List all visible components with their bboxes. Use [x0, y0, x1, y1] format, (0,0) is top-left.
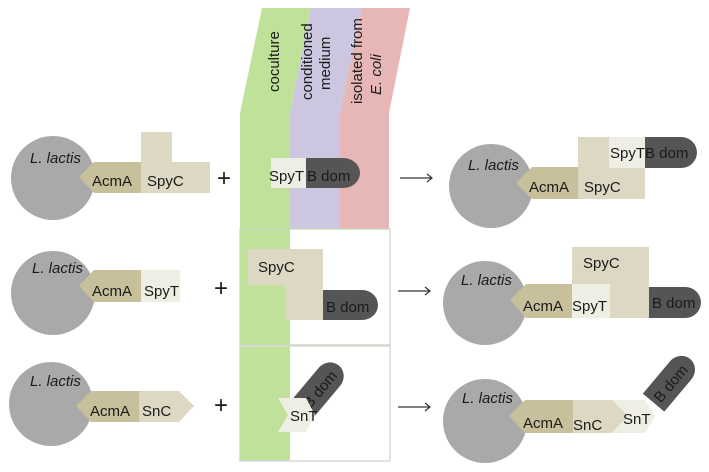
row3-partner-snt-label: SnT — [290, 408, 318, 425]
row1-right-bdom-label: B dom — [645, 145, 688, 162]
row2-left-spyt-label: SpyT — [144, 283, 179, 300]
coculture-row2-fill — [240, 230, 290, 344]
row1-right-cell-label: L. lactis — [468, 157, 519, 174]
header-conditioned-label-2: medium — [317, 37, 334, 90]
row3-right-snc — [573, 400, 628, 433]
row3-left-snc — [139, 391, 194, 422]
header-isolated-label-2: E. coli — [368, 53, 385, 95]
column-bodies — [239, 113, 391, 462]
header-coculture-label: coculture — [266, 31, 283, 92]
row2-partner-bdom-label: B dom — [326, 299, 369, 316]
row3-reaction-arrow — [398, 402, 431, 412]
row3-left-cell — [9, 362, 93, 446]
row3-right-cell-label: L. lactis — [462, 390, 513, 407]
row3-plus-operator: + — [214, 392, 228, 419]
row3-left-construct: L. lactis AcmA SnC — [9, 362, 194, 446]
row1-left-spyc-label: SpyC — [147, 173, 184, 190]
row1-right-cell — [449, 144, 533, 228]
row2-partner-bdom — [323, 290, 378, 320]
row-2: L. lactis AcmA SpyT + SpyC B dom L. lact… — [11, 247, 701, 345]
row1-reaction-arrow — [400, 173, 433, 183]
row2-partner-spyc-label: SpyC — [258, 259, 295, 276]
row2-left-spyt — [141, 270, 180, 302]
row2-right-acma — [510, 284, 572, 318]
row1-left-acma — [79, 162, 141, 193]
row2-right-spyc-label: SpyC — [583, 255, 620, 272]
row3-right-acma — [509, 400, 573, 433]
row2-right-product: L. lactis AcmA SpyC SpyT B dom — [443, 247, 701, 345]
row2-right-cell-label: L. lactis — [461, 272, 512, 289]
row2-right-cell — [443, 261, 527, 345]
row-3: L. lactis AcmA SnC + B dom SnT L. lactis… — [9, 355, 695, 463]
row2-right-bdom-label: B dom — [652, 295, 695, 312]
row1-right-spyc-label: SpyC — [584, 179, 621, 196]
row2-left-cell — [11, 251, 95, 335]
row1-partner-bdom-label: B dom — [307, 168, 350, 185]
row1-right-spyt-label: SpyT — [610, 145, 645, 162]
row2-right-acma-label: AcmA — [523, 298, 563, 315]
header-conditioned-band — [290, 8, 362, 113]
header-coculture-band — [240, 8, 311, 113]
row1-right-product: L. lactis AcmA SpyC SpyT B dom — [449, 137, 697, 228]
row3-left-cell-label: L. lactis — [30, 373, 81, 390]
row1-left-construct: L. lactis AcmA SpyC — [11, 132, 210, 220]
header-isolated-label-1: isolated from — [349, 18, 366, 104]
row3-partner-snt — [278, 398, 315, 432]
row1-plus-operator: + — [217, 165, 231, 192]
row3-left-snc-label: SnC — [142, 403, 171, 420]
row2-left-acma-label: AcmA — [92, 283, 132, 300]
row1-partner-construct: SpyT B dom — [269, 158, 360, 188]
row2-left-acma — [79, 270, 141, 302]
row3-right-snt — [612, 400, 655, 433]
row3-right-snt-label: SnT — [623, 411, 651, 428]
row2-right-spyt — [572, 284, 610, 318]
row1-right-bdom — [645, 137, 697, 168]
row2-reaction-arrow — [398, 286, 431, 296]
row1-left-cell-label: L. lactis — [30, 150, 81, 167]
row1-partner-bdom — [306, 158, 360, 188]
row3-right-bdom — [642, 355, 695, 412]
row3-right-cell — [443, 379, 527, 463]
row2-plus-operator: + — [214, 275, 228, 302]
row2-partner-spyc — [248, 249, 323, 320]
row3-right-acma-label: AcmA — [523, 415, 563, 432]
row1-left-acma-label: AcmA — [92, 173, 132, 190]
column-header: coculture conditioned medium isolated fr… — [240, 8, 410, 113]
row1-left-spyc — [141, 132, 210, 193]
row3-left-acma — [76, 391, 139, 422]
row3-right-product: L. lactis AcmA SnC B dom SnT — [443, 355, 695, 463]
row2-right-bdom — [649, 287, 701, 318]
row1-left-cell — [11, 136, 95, 220]
row1-right-acma-label: AcmA — [529, 179, 569, 196]
row3-left-acma-label: AcmA — [90, 403, 130, 420]
row3-right-snc-label: SnC — [573, 417, 602, 434]
row-1: L. lactis AcmA SpyC + SpyT B dom L. lact… — [11, 132, 697, 228]
row1-right-acma — [516, 167, 578, 199]
row2-left-cell-label: L. lactis — [32, 260, 83, 277]
row2-right-spyt-label: SpyT — [572, 298, 607, 315]
header-isolated-band — [340, 8, 410, 113]
row1-partner-spyt-label: SpyT — [269, 168, 304, 185]
row1-right-spyt — [609, 137, 645, 168]
row2-left-construct: L. lactis AcmA SpyT — [11, 251, 180, 335]
header-isolated-label-2-text: E. coli — [368, 53, 385, 95]
row2-right-spyc — [572, 247, 649, 318]
row1-partner-spyt — [271, 158, 306, 188]
row2-partner-construct: SpyC B dom — [248, 249, 378, 320]
header-conditioned-label-1: conditioned — [299, 23, 316, 100]
